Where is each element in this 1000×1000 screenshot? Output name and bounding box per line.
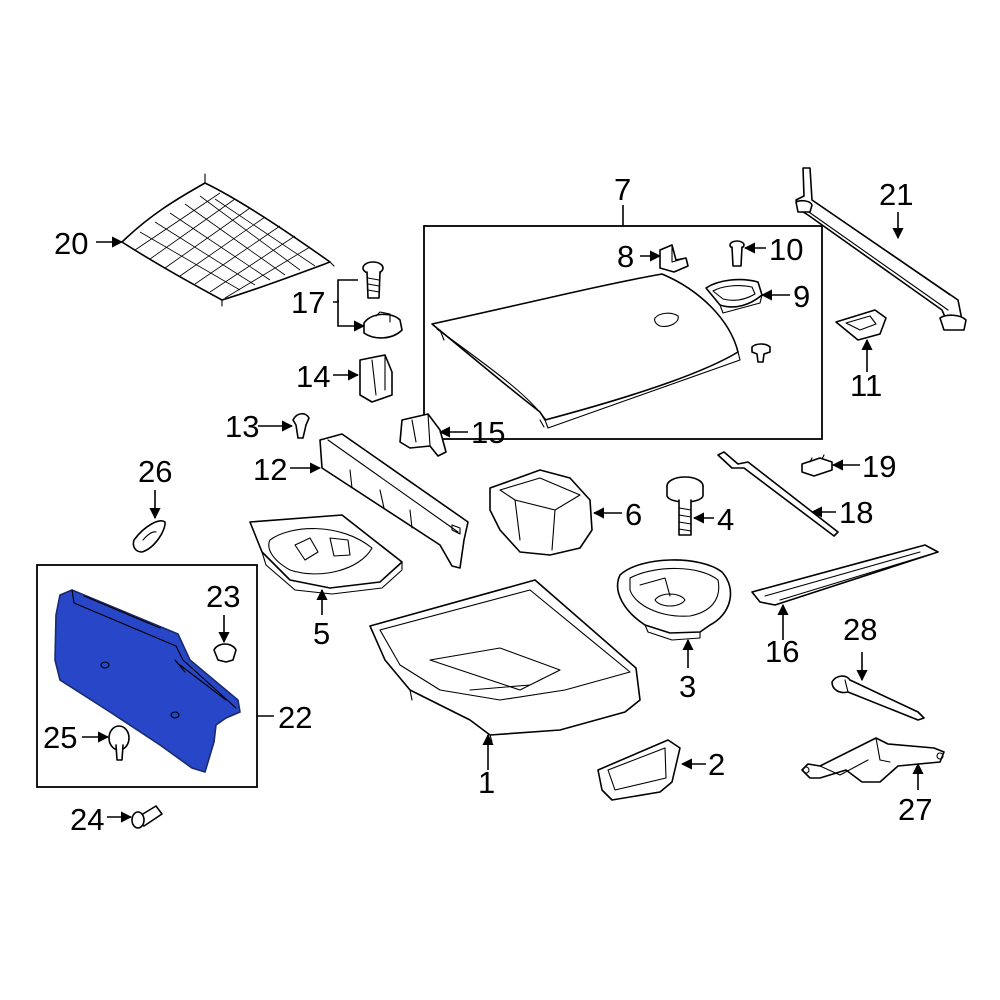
callout-18: 18 — [839, 495, 873, 530]
callout-5: 5 — [313, 616, 330, 651]
callout-24: 24 — [70, 802, 104, 837]
callout-28: 28 — [843, 612, 877, 647]
trunk-panel-part[interactable] — [54, 589, 241, 774]
plug-part-26[interactable] — [132, 520, 166, 553]
screw-part-24[interactable] — [131, 805, 163, 829]
callout-7: 7 — [614, 172, 631, 207]
callout-labels: 1 2 3 4 5 6 7 8 9 10 11 12 13 14 15 16 1… — [43, 172, 932, 837]
load-bar-part[interactable] — [795, 167, 967, 331]
cargo-net-part[interactable] — [121, 173, 335, 307]
foam-insert-part[interactable] — [249, 514, 403, 595]
bracket-part-19[interactable] — [801, 454, 833, 477]
clip-part-17[interactable] — [363, 311, 403, 339]
callout-14: 14 — [296, 359, 330, 394]
callout-21: 21 — [879, 177, 913, 212]
callout-4: 4 — [717, 502, 734, 537]
callout-15: 15 — [471, 415, 505, 450]
floor-cover-part[interactable] — [431, 273, 741, 429]
side-trim-part[interactable] — [319, 433, 469, 569]
callout-9: 9 — [793, 279, 810, 314]
clip-part[interactable] — [751, 343, 771, 363]
pin-part-10[interactable] — [729, 240, 745, 267]
bolt-part-4[interactable] — [666, 476, 704, 536]
callout-20: 20 — [54, 226, 88, 261]
hook-part-14[interactable] — [359, 354, 393, 403]
jack-part[interactable] — [801, 737, 945, 783]
callout-23: 23 — [206, 579, 240, 614]
clip-part-23[interactable] — [213, 643, 237, 663]
bracket-part-11[interactable] — [835, 309, 887, 341]
callout-11: 11 — [850, 368, 882, 403]
leader-lines — [82, 205, 924, 823]
bracket-part-15[interactable] — [399, 413, 447, 457]
trunk-tub-part[interactable] — [369, 579, 641, 743]
cable-part[interactable] — [717, 451, 839, 537]
callout-22: 22 — [278, 700, 312, 735]
storage-bin-part[interactable] — [489, 469, 593, 556]
callout-6: 6 — [625, 497, 642, 532]
callout-12: 12 — [253, 452, 287, 487]
callout-3: 3 — [679, 669, 696, 704]
group-box-22 — [36, 564, 258, 788]
bracket-part-8[interactable] — [659, 244, 689, 273]
lug-wrench-part[interactable] — [831, 675, 925, 721]
callout-17: 17 — [291, 285, 325, 320]
push-pin-part-25[interactable] — [108, 725, 130, 761]
callout-27: 27 — [898, 792, 932, 827]
handle-part-9[interactable] — [705, 278, 763, 314]
clip-part-13[interactable] — [292, 412, 310, 439]
callout-13: 13 — [225, 409, 259, 444]
callout-8: 8 — [617, 239, 634, 274]
callout-16: 16 — [765, 634, 799, 669]
callout-26: 26 — [138, 454, 172, 489]
callout-19: 19 — [862, 449, 896, 484]
bolt-part-17[interactable] — [362, 261, 384, 299]
callout-2: 2 — [708, 747, 725, 782]
sill-plate-part[interactable] — [751, 544, 939, 606]
tray-part[interactable] — [597, 739, 681, 801]
callout-1: 1 — [478, 765, 495, 800]
callout-25: 25 — [43, 720, 77, 755]
callout-10: 10 — [769, 232, 803, 267]
spare-well-part[interactable] — [616, 559, 732, 641]
